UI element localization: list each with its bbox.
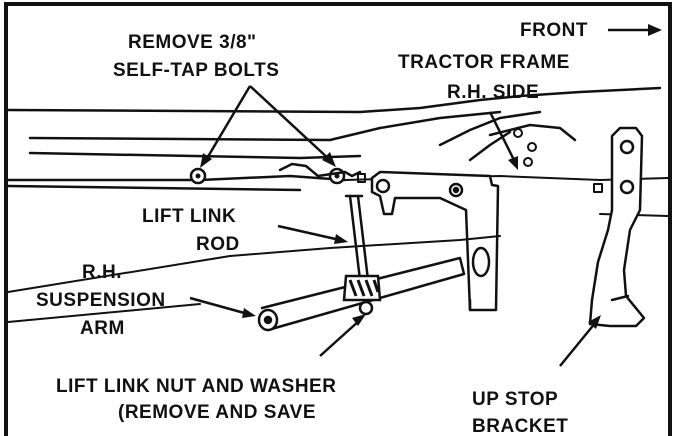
label-lift-link-rod-line1: LIFT LINK [142, 206, 236, 227]
label-up-stop-line2: BRACKET [472, 416, 568, 436]
lift-bracket [370, 170, 500, 312]
label-suspension-arm-line2: SUSPENSION [36, 290, 166, 311]
label-remove-bolts-line1: REMOVE 3/8" [128, 32, 257, 53]
label-remove-bolts-line2: SELF-TAP BOLTS [113, 60, 279, 81]
arrow-lift-link-rod [277, 224, 348, 244]
up-stop-bracket [588, 126, 646, 328]
diagram-border [4, 2, 672, 436]
label-tractor-frame-line1: TRACTOR FRAME [398, 52, 570, 73]
arrow-front [608, 24, 662, 36]
tractor-frame-rails [6, 86, 669, 217]
lift-link-nut [342, 274, 382, 316]
label-lift-link-rod-line2: ROD [196, 234, 240, 255]
label-suspension-arm-line1: R.H. [82, 262, 122, 283]
arrow-tractor-frame [488, 111, 518, 170]
label-suspension-arm-line3: ARM [80, 318, 125, 339]
label-lift-nut-line2: (REMOVE AND SAVE [118, 402, 316, 423]
self-tap-bolt-right [328, 167, 346, 185]
arrow-up-stop [559, 315, 601, 367]
arrow-lift-nut [319, 314, 366, 357]
label-front: FRONT [520, 20, 588, 41]
arrow-bolt-left [200, 85, 252, 168]
label-tractor-frame-line2: R.H. SIDE [447, 82, 539, 103]
arrow-bolt-right [249, 85, 336, 167]
label-lift-nut-line1: LIFT LINK NUT AND WASHER [56, 376, 336, 397]
self-tap-bolt-left [189, 167, 207, 185]
frame-panel [488, 123, 603, 193]
frame-slot [357, 173, 366, 183]
label-up-stop-line1: UP STOP [472, 389, 558, 410]
frame-notch [278, 162, 362, 178]
lift-link-rod [344, 194, 370, 282]
arrow-suspension-arm [189, 296, 256, 318]
